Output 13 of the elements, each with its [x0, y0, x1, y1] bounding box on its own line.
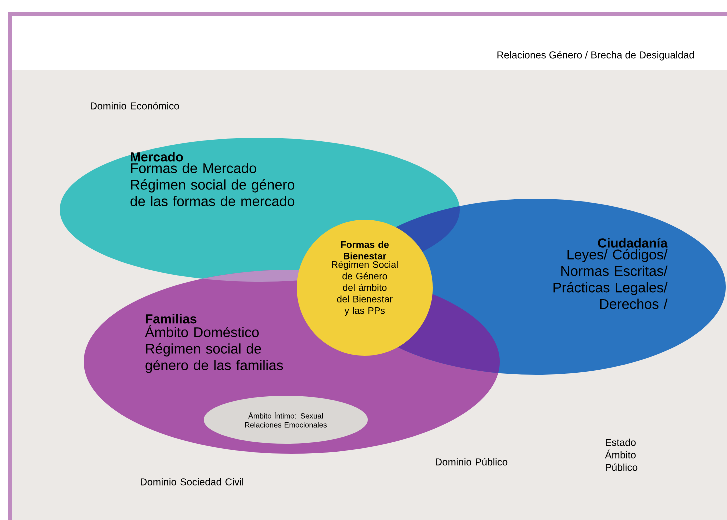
title: Relaciones Género / Brecha de Desigualdad: [498, 51, 694, 61]
body-text: Ámbito Doméstico Régimen social de género de las familias: [145, 325, 284, 374]
body-text: Régimen Social de Género del ámbito del Bienestar y las PPs: [332, 261, 398, 316]
domain-label: Dominio Sociedad Civil: [141, 478, 244, 486]
heading: Mercado: [131, 152, 184, 162]
body-text: Leyes/ Códigos/ Normas Escritas/ Prácticas Legales/ Derechos /: [554, 249, 668, 310]
heading: Familias: [146, 314, 197, 324]
heading: Ciudadanía: [598, 238, 668, 248]
domain-label: Estado Ámbito Público: [605, 438, 638, 472]
heading: Formas de Bienestar: [341, 241, 389, 260]
domain-label: Dominio Público: [436, 458, 508, 466]
domain-label: Dominio Económico: [91, 102, 180, 110]
body-text: Formas de Mercado Régimen social de género de las formas de mercado: [130, 163, 295, 206]
